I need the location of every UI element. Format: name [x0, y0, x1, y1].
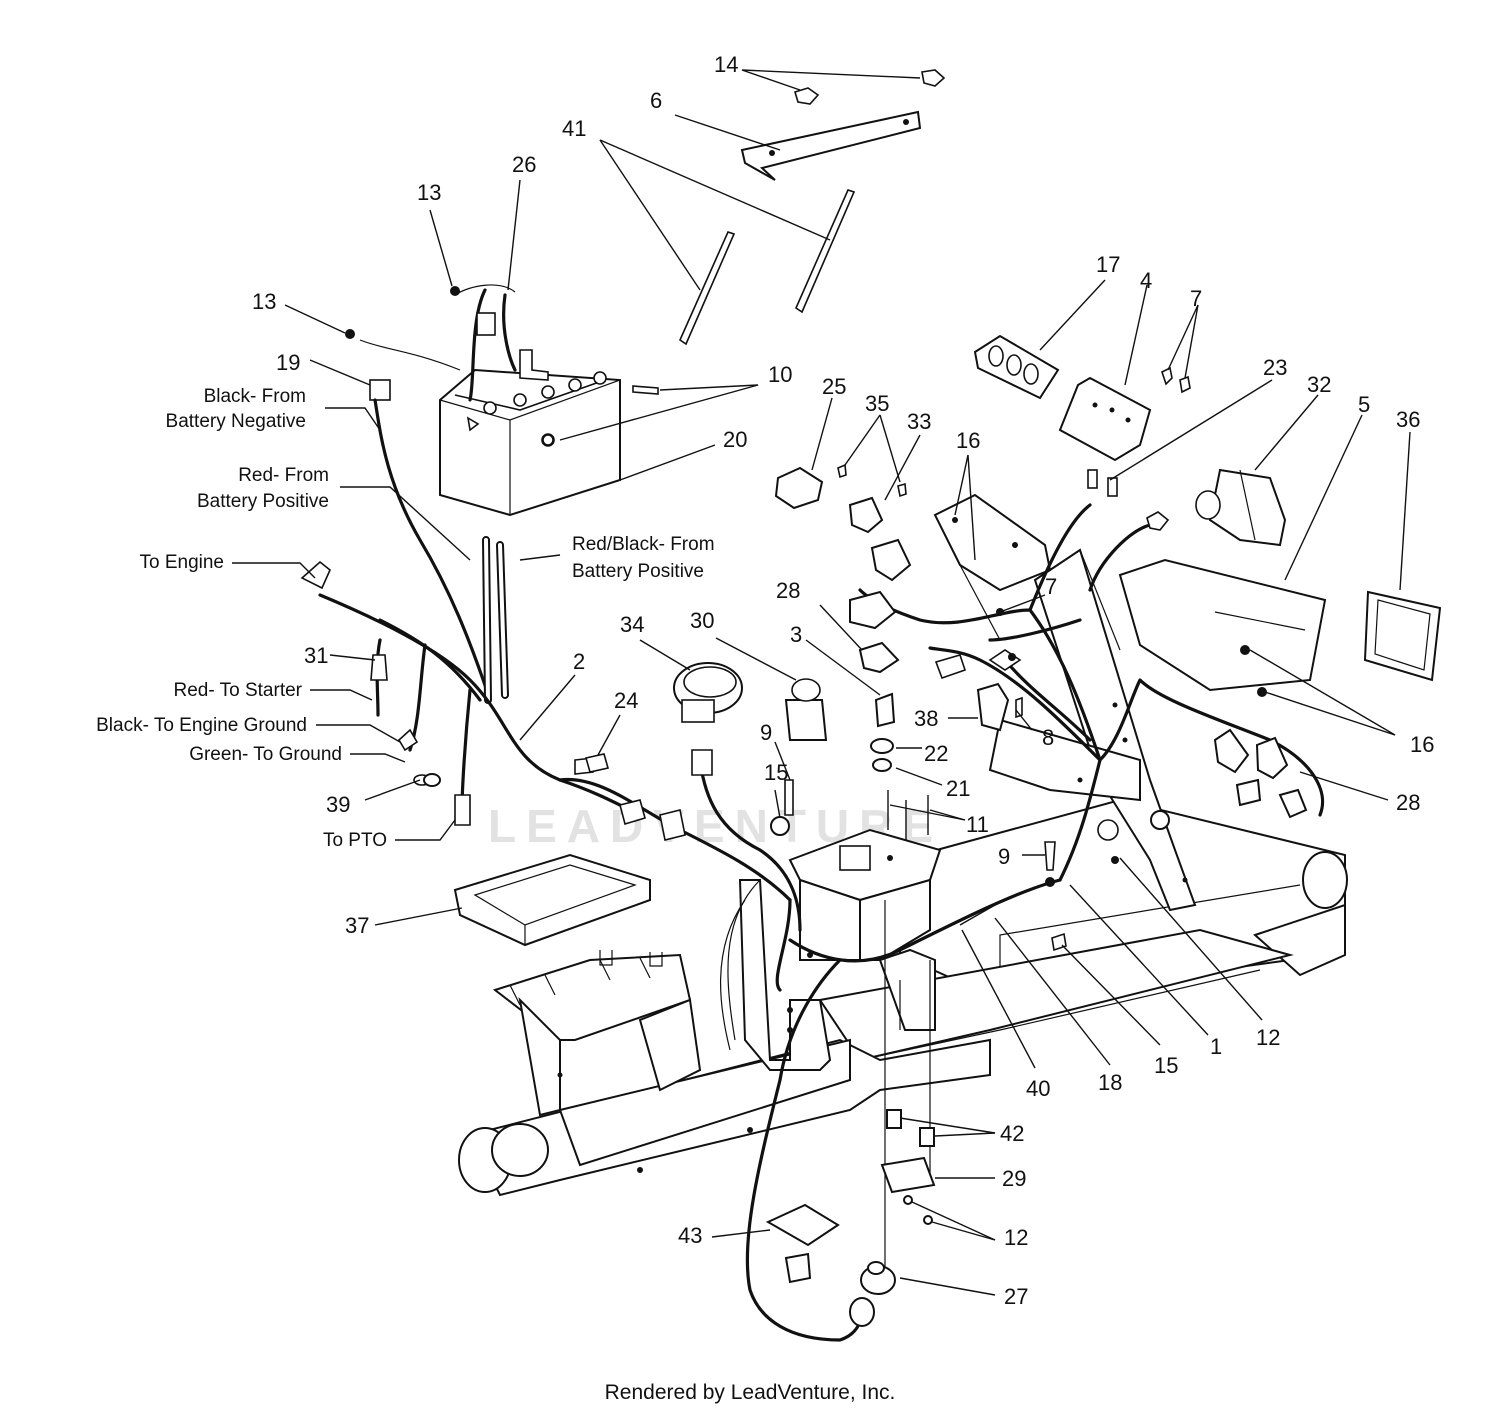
callout-12-lower: 12 [1004, 1225, 1028, 1250]
label-black-from-battery-negative-line2: Battery Negative [166, 411, 306, 432]
callout-13-lower: 13 [252, 289, 276, 314]
callout-18: 18 [1098, 1070, 1122, 1095]
battery-cables [345, 284, 659, 704]
label-red-from-battery-positive-line1: Red- From [238, 465, 329, 486]
callout-7-lower: 7 [1045, 574, 1057, 599]
callout-22: 22 [924, 741, 948, 766]
callout-39: 39 [326, 792, 350, 817]
callout-25: 25 [822, 374, 846, 399]
callout-23: 23 [1263, 355, 1287, 380]
callout-9-left: 9 [760, 720, 772, 745]
callout-33: 33 [907, 409, 931, 434]
callout-5: 5 [1358, 392, 1370, 417]
callout-27: 27 [1004, 1284, 1028, 1309]
callout-16-right: 16 [1410, 732, 1434, 757]
callout-40: 40 [1026, 1076, 1050, 1101]
callout-16-upper: 16 [956, 428, 980, 453]
label-red-from-battery-positive-line2: Battery Positive [197, 491, 329, 512]
callout-19: 19 [276, 350, 300, 375]
callout-32: 32 [1307, 372, 1331, 397]
callout-numbers: 14 6 41 26 13 13 10 19 20 17 4 7 23 32 5… [252, 52, 1434, 1309]
callout-30: 30 [690, 608, 714, 633]
label-black-to-engine-ground: Black- To Engine Ground [96, 715, 307, 736]
harness-connectors [300, 511, 1170, 887]
callout-24: 24 [614, 688, 638, 713]
callout-38: 38 [914, 706, 938, 731]
callout-14: 14 [714, 52, 738, 77]
callout-13-upper: 13 [417, 180, 441, 205]
callout-43: 43 [678, 1223, 702, 1248]
wire-labels: Black- From Battery Negative Red- From B… [96, 386, 714, 851]
callout-4: 4 [1140, 268, 1152, 293]
label-black-from-battery-negative-line1: Black- From [204, 386, 306, 407]
callout-41: 41 [562, 116, 586, 141]
callout-21: 21 [946, 776, 970, 801]
label-red-to-starter: Red- To Starter [174, 680, 303, 701]
callout-28-right: 28 [1396, 790, 1420, 815]
callout-3: 3 [790, 622, 802, 647]
callout-8: 8 [1042, 725, 1054, 750]
callout-35: 35 [865, 391, 889, 416]
callout-36: 36 [1396, 407, 1420, 432]
callout-1: 1 [1210, 1034, 1222, 1059]
battery [439, 368, 621, 517]
label-to-engine: To Engine [139, 552, 224, 573]
callout-26: 26 [512, 152, 536, 177]
callout-42: 42 [1000, 1121, 1024, 1146]
callout-15-left: 15 [764, 760, 788, 785]
callout-2: 2 [573, 649, 585, 674]
callout-7-upper: 7 [1190, 286, 1202, 311]
leader-lines [232, 69, 1411, 1296]
callout-29: 29 [1002, 1166, 1026, 1191]
callout-10: 10 [768, 362, 792, 387]
callout-11: 11 [966, 812, 989, 837]
callout-6: 6 [650, 88, 662, 113]
label-red-black-from-battery-positive-line2: Battery Positive [572, 561, 704, 582]
label-green-to-ground: Green- To Ground [189, 744, 342, 765]
callout-34: 34 [620, 612, 644, 637]
tractor-frame [453, 493, 1348, 1197]
callout-20: 20 [723, 427, 747, 452]
callout-12-right: 12 [1256, 1025, 1280, 1050]
callout-37: 37 [345, 913, 369, 938]
footer-credit: Rendered by LeadVenture, Inc. [605, 1381, 896, 1404]
callout-9-right: 9 [998, 844, 1010, 869]
small-parts [423, 69, 1442, 1327]
callout-31: 31 [304, 643, 328, 668]
callout-17: 17 [1096, 252, 1120, 277]
label-red-black-from-battery-positive-line1: Red/Black- From [572, 534, 715, 555]
label-to-pto: To PTO [323, 830, 387, 851]
callout-15-right: 15 [1154, 1053, 1178, 1078]
callout-28-left: 28 [776, 578, 800, 603]
